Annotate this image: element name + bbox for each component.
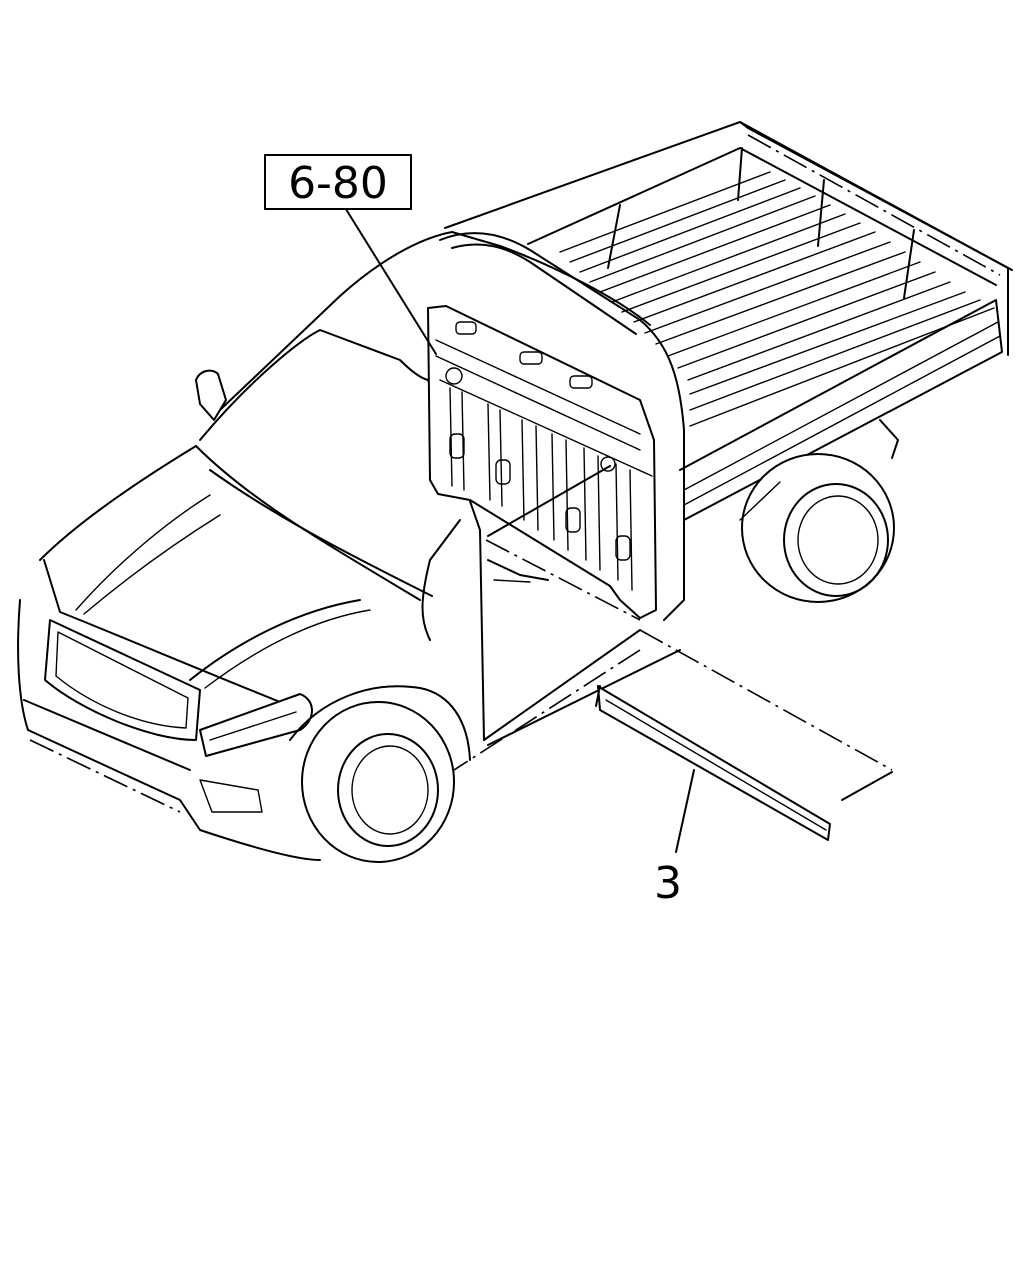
leader-line-internal (487, 465, 611, 537)
rear-cab-panel (427, 305, 657, 619)
cab-body (17, 231, 685, 861)
cargo-bed (444, 121, 1013, 521)
reference-callout: 6-80 (264, 154, 412, 210)
leader-line-6-80 (343, 205, 437, 355)
part-callout-3: 3 (654, 858, 682, 909)
rear-wheel (739, 419, 899, 603)
front-wheel (289, 685, 471, 863)
side-molding-part (485, 539, 893, 841)
reference-callout-label: 6-80 (288, 158, 388, 209)
leader-line-3 (675, 769, 695, 853)
